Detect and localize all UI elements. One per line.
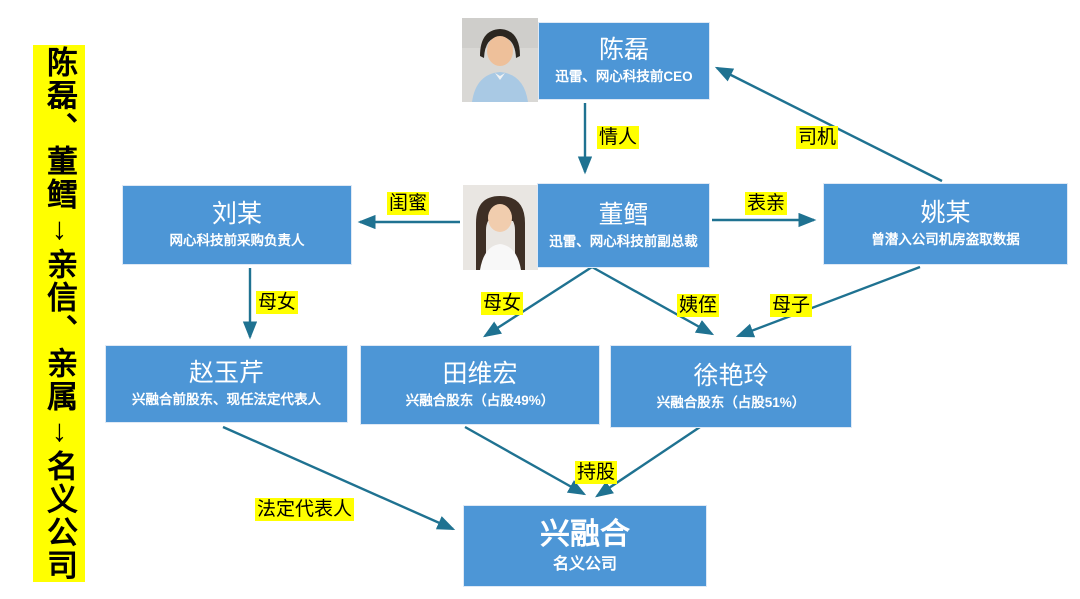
node-xingronghe-subtitle: 名义公司 — [552, 555, 617, 573]
node-liumou-subtitle: 网心科技前采购负责人 — [169, 233, 305, 249]
node-chenlei: 陈磊 迅雷、网心科技前CEO — [538, 22, 710, 100]
node-yaomou-title: 姚某 — [920, 199, 971, 228]
node-dongxue: 董鳕 迅雷、网心科技前副总裁 — [537, 183, 710, 268]
edge-siji-line — [714, 66, 943, 183]
node-zhaoyuqin-subtitle: 兴融合前股东、现任法定代表人 — [132, 392, 321, 408]
node-zhaoyuqin: 赵玉芹 兴融合前股东、现任法定代表人 — [105, 345, 348, 423]
node-tianweihong-title: 田维宏 — [442, 360, 518, 389]
node-zhaoyuqin-title: 赵玉芹 — [188, 359, 264, 388]
node-xuyanling-subtitle: 兴融合股东（占股51%） — [656, 394, 806, 410]
woman-portrait-icon — [463, 185, 538, 270]
edge-label-qingren: 情人 — [597, 126, 640, 149]
edge-chigu-left-line — [464, 425, 587, 496]
man-portrait-icon — [462, 18, 538, 102]
edge-label-yizhi: 姨侄 — [677, 294, 720, 317]
edge-muzi-line — [735, 265, 921, 338]
node-xuyanling-title: 徐艳玲 — [693, 361, 769, 390]
edge-label-munv-left: 母女 — [256, 291, 299, 314]
edge-label-biaoqin: 表亲 — [745, 192, 788, 215]
node-chenlei-subtitle: 迅雷、网心科技前CEO — [555, 69, 693, 85]
edge-label-chigu: 持股 — [575, 461, 618, 484]
edge-label-muzi: 母子 — [770, 294, 813, 317]
node-yaomou: 姚某 曾潜入公司机房盗取数据 — [823, 183, 1068, 265]
edge-label-fadingdaibiaoren: 法定代表人 — [255, 498, 355, 521]
node-xingronghe-title: 兴融合 — [540, 517, 630, 551]
node-liumou-title: 刘某 — [211, 200, 262, 229]
node-liumou: 刘某 网心科技前采购负责人 — [122, 185, 352, 265]
node-tianweihong-subtitle: 兴融合股东（占股49%） — [405, 393, 555, 409]
edge-label-siji: 司机 — [796, 126, 839, 149]
node-yaomou-subtitle: 曾潜入公司机房盗取数据 — [871, 232, 1020, 248]
edge-label-munv-center: 母女 — [481, 292, 524, 315]
node-xuyanling: 徐艳玲 兴融合股东（占股51%） — [610, 345, 852, 428]
dongxue-portrait-photo — [463, 185, 538, 270]
node-chenlei-title: 陈磊 — [598, 36, 649, 65]
node-dongxue-subtitle: 迅雷、网心科技前副总裁 — [549, 233, 698, 249]
node-tianweihong: 田维宏 兴融合股东（占股49%） — [360, 345, 600, 425]
node-dongxue-title: 董鳕 — [598, 200, 649, 229]
node-xingronghe: 兴融合 名义公司 — [463, 505, 707, 587]
vertical-title-banner: 陈磊、董鳕↓亲信、亲属↓名义公司 — [33, 45, 85, 582]
edge-label-guimi: 闺蜜 — [387, 192, 430, 215]
chenlei-portrait-photo — [462, 18, 538, 102]
